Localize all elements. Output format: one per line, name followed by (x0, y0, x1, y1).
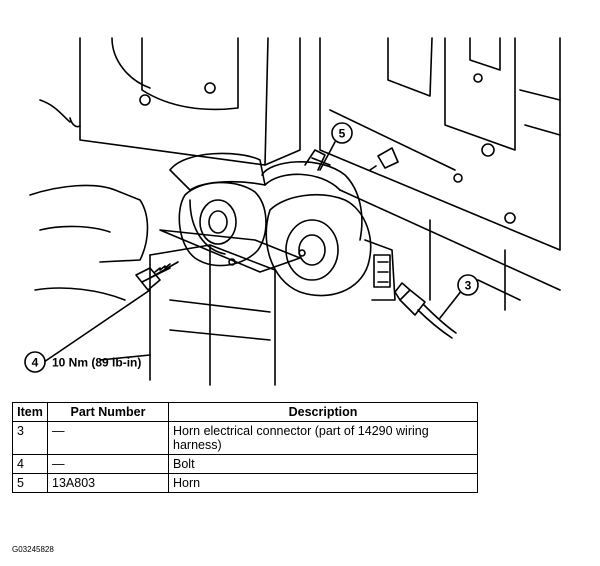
callout-4-label: 4 (32, 356, 39, 370)
table-row: 5 13A803 Horn (12, 473, 478, 493)
figure-code: G03245828 (12, 545, 54, 554)
body-panel (79, 37, 561, 311)
callout-3-circle (457, 274, 479, 296)
leader-3 (439, 289, 463, 319)
callout-4-circle (24, 351, 46, 373)
screw (369, 147, 399, 171)
callout-5-circle (331, 122, 353, 144)
description-cell: Horn electrical connector (part of 14290… (168, 421, 478, 455)
table-row: 4 — Bolt (12, 454, 478, 474)
part-number-cell: — (47, 454, 169, 474)
item-cell: 5 (12, 473, 48, 493)
leader-5 (319, 141, 336, 171)
part-number-cell: 13A803 (47, 473, 169, 493)
part-number-cell: — (47, 421, 169, 455)
callout-5-label: 5 (339, 127, 346, 141)
header-item: Item (12, 402, 48, 422)
horn-connector (394, 282, 457, 339)
item-cell: 4 (12, 454, 48, 474)
description-cell: Horn (168, 473, 478, 493)
table-row: 3 — Horn electrical connector (part of 1… (12, 421, 478, 455)
torque-spec: 10 Nm (89 lb-in) (52, 356, 141, 370)
horn-installation-illustration: 5 3 4 10 Nm (89 lb-in) (24, 37, 561, 386)
callout-3-label: 3 (465, 279, 472, 293)
leader-4 (43, 289, 151, 363)
support-structure (29, 184, 301, 386)
header-description: Description (168, 402, 478, 422)
table-header-row: Item Part Number Description (12, 402, 478, 422)
item-cell: 3 (12, 421, 48, 455)
bolt (135, 261, 179, 291)
horn-assembly (169, 149, 396, 301)
header-part-number: Part Number (47, 402, 169, 422)
cable (39, 99, 81, 128)
parts-table: Item Part Number Description 3 — Horn el… (12, 402, 478, 493)
description-cell: Bolt (168, 454, 478, 474)
